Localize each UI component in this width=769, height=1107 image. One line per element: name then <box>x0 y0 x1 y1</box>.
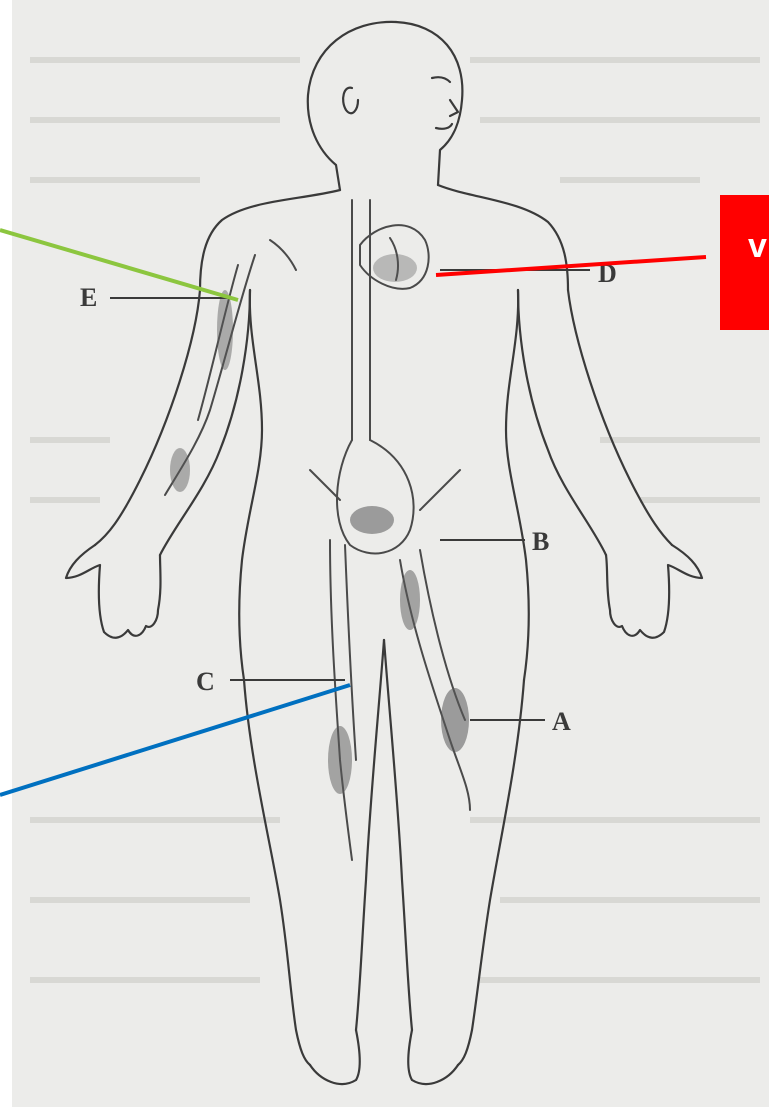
label-c: C <box>196 667 215 696</box>
red-annotation-box: v <box>720 195 769 330</box>
paper-background <box>10 0 769 1107</box>
label-e: E <box>80 283 97 312</box>
label-a: A <box>552 707 571 736</box>
label-b: B <box>532 527 549 556</box>
red-annotation-text: v <box>748 229 767 263</box>
page-margin <box>0 0 12 1107</box>
